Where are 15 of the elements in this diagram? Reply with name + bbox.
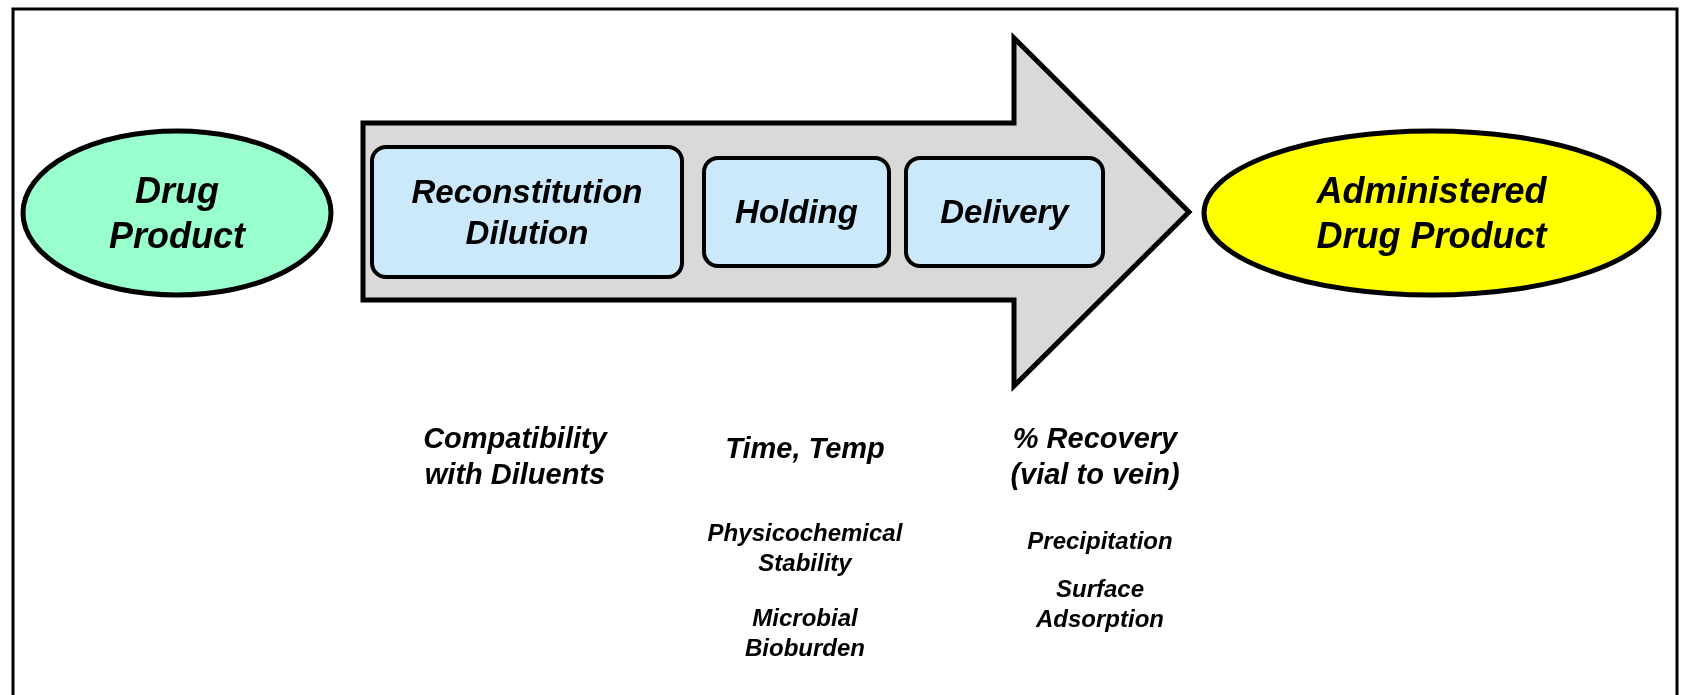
process-box bbox=[370, 145, 684, 279]
annotation-text: % Recovery (vial to vein) bbox=[1009, 421, 1181, 493]
node-label: Delivery bbox=[940, 192, 1069, 233]
annotation-text: Surface Adsorption bbox=[1034, 574, 1165, 634]
annotation-text: Precipitation bbox=[1026, 526, 1174, 556]
annotation-text: Physicochemical Stability bbox=[706, 518, 904, 578]
process-box bbox=[904, 156, 1105, 268]
node-label: Drug Product bbox=[108, 169, 247, 258]
annotation-text: Microbial Bioburden bbox=[744, 603, 866, 663]
process-box bbox=[702, 156, 891, 268]
annotation-text: Time, Temp bbox=[724, 431, 886, 466]
node-label: Administered Drug Product bbox=[1315, 169, 1549, 258]
node-label: Holding bbox=[735, 192, 858, 233]
annotation-text: Compatibility with Diluents bbox=[422, 421, 609, 493]
node-label: Reconstitution Dilution bbox=[410, 171, 644, 253]
